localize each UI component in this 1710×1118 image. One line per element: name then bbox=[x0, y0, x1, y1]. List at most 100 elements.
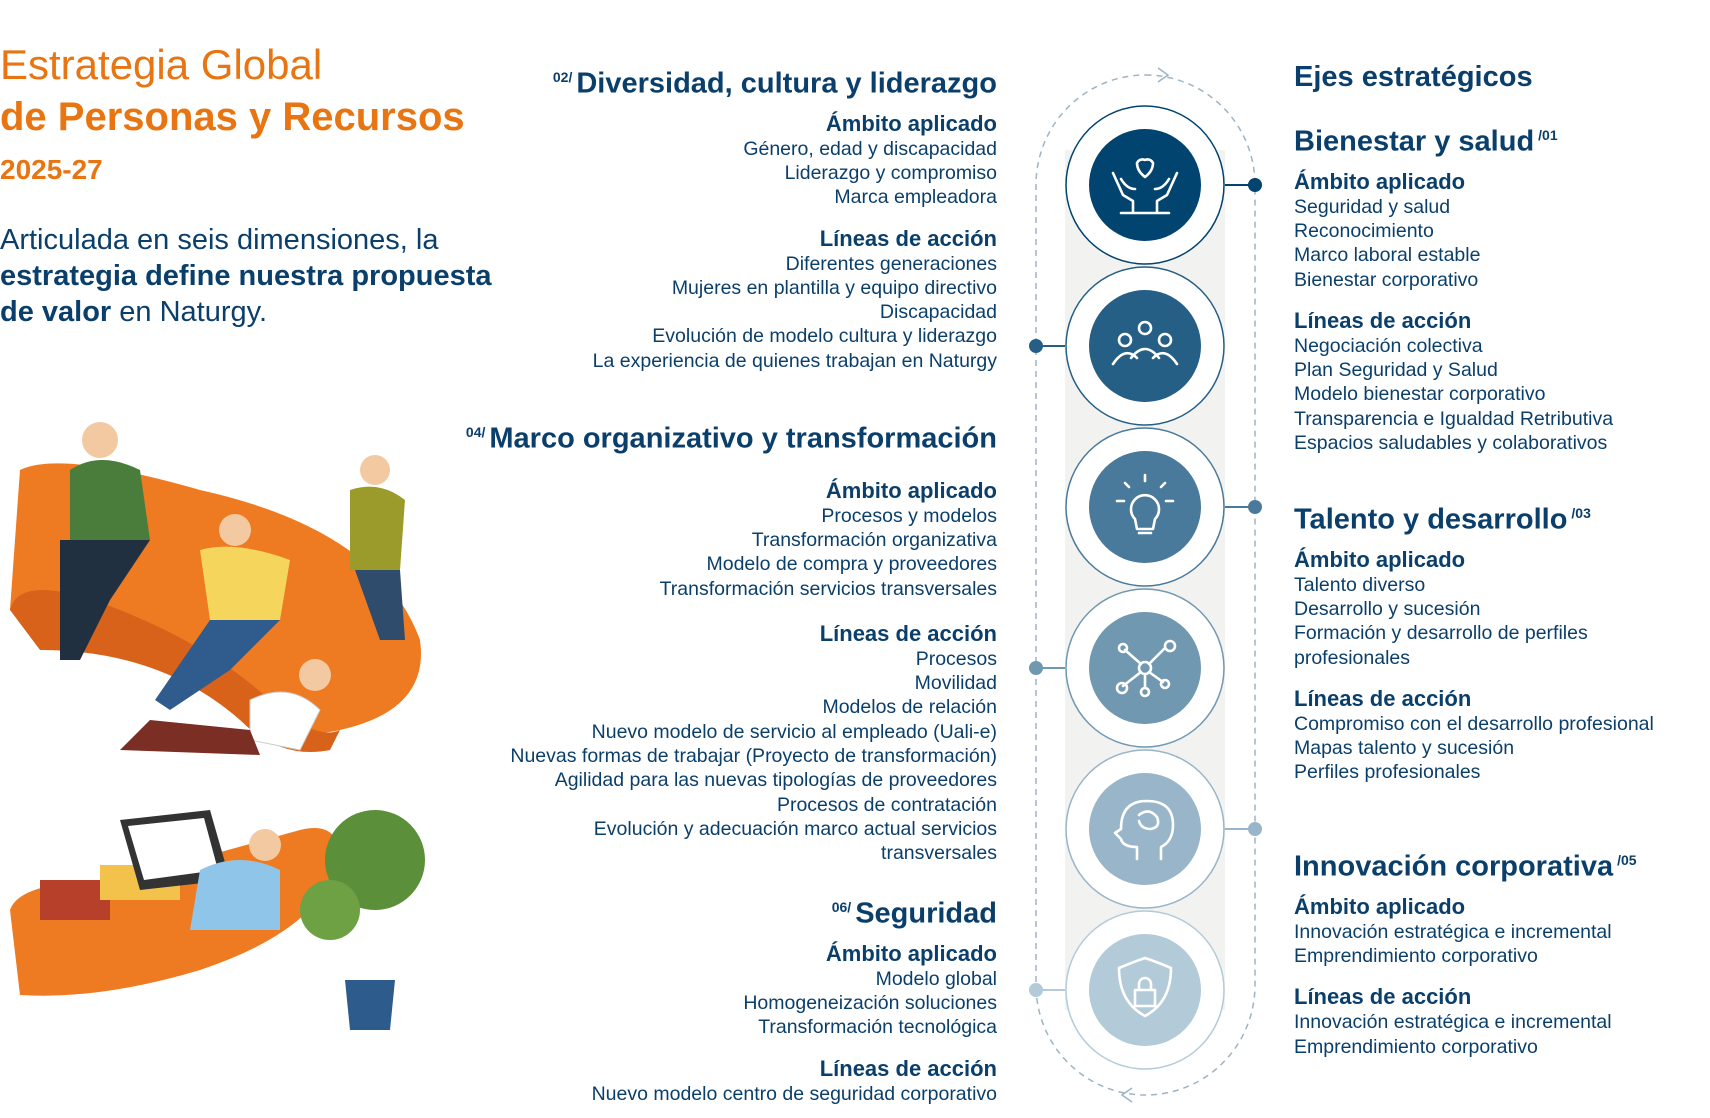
person-legs bbox=[355, 570, 405, 640]
lineas-label: Líneas de acción bbox=[819, 620, 997, 646]
ambito-item: Talento diverso bbox=[1294, 573, 1426, 596]
dimension-title: Diversidad, cultura y liderazgo bbox=[576, 67, 997, 100]
person-legs bbox=[120, 720, 260, 755]
ambito-item: Seguridad y salud bbox=[1294, 195, 1451, 218]
ambito-item: Formación y desarrollo de perfiles bbox=[1294, 622, 1588, 645]
lineas-item: Procesos de contratación bbox=[776, 793, 997, 816]
person-body bbox=[200, 546, 290, 620]
head-brain-icon bbox=[1113, 799, 1175, 861]
ambito-label: Ámbito aplicado bbox=[825, 110, 997, 136]
ambito-item: Marco laboral estable bbox=[1294, 244, 1481, 267]
dimension-heading: Innovación corporativa/05 bbox=[1294, 843, 1641, 884]
arrow-right-icon bbox=[1157, 67, 1170, 83]
ambito-label: Ámbito aplicado bbox=[1294, 893, 1466, 919]
lineas-label: Líneas de acción bbox=[1294, 984, 1472, 1010]
ambito-label: Ámbito aplicado bbox=[1294, 168, 1466, 194]
lineas-item: Modelos de relación bbox=[822, 696, 997, 719]
axis-disc bbox=[1089, 451, 1201, 563]
lineas-item: Movilidad bbox=[914, 672, 997, 695]
ambito-item: Liderazgo y compromiso bbox=[784, 161, 997, 184]
ambito-item: Reconocimiento bbox=[1294, 219, 1434, 242]
dimension-number: /05 bbox=[1617, 852, 1637, 868]
ambito-label: Ámbito aplicado bbox=[825, 940, 997, 966]
intro-part1: Articulada en seis dimensiones, la bbox=[0, 224, 439, 256]
dimension-number: /03 bbox=[1571, 505, 1591, 521]
dimension-number: 06/ bbox=[831, 899, 852, 915]
ambito-item: Modelo de compra y proveedores bbox=[706, 553, 998, 576]
connector-dot bbox=[1029, 661, 1043, 675]
arrow-left-icon bbox=[1120, 1087, 1133, 1103]
intro-text: Articulada en seis dimensiones, la estra… bbox=[0, 222, 520, 330]
lineas-item: Nuevo modelo centro de seguridad corpora… bbox=[591, 1082, 997, 1105]
person-head bbox=[82, 422, 118, 458]
dimension-heading: 06/Seguridad bbox=[592, 890, 997, 931]
intro-part2: en Naturgy. bbox=[111, 296, 268, 328]
lineas-label: Líneas de acción bbox=[1294, 307, 1472, 333]
person-head bbox=[299, 659, 331, 691]
ambito-item: Innovación estratégica e incremental bbox=[1294, 920, 1612, 943]
axis-column bbox=[1029, 67, 1262, 1103]
intro-bold: estrategia define nuestra propuesta de v… bbox=[0, 260, 492, 328]
dimension-title: Bienestar y salud bbox=[1294, 125, 1535, 158]
dimension-title: Marco organizativo y transformación bbox=[489, 422, 997, 455]
lineas-item: Innovación estratégica e incremental bbox=[1294, 1011, 1612, 1034]
ambito-item: Transformación organizativa bbox=[751, 528, 997, 551]
lineas-item: Transparencia e Igualdad Retributiva bbox=[1294, 407, 1614, 430]
ambito-item: Modelo global bbox=[875, 967, 997, 990]
axis-disc bbox=[1089, 129, 1201, 241]
ambito-item: Desarrollo y sucesión bbox=[1294, 597, 1481, 620]
person-body bbox=[249, 691, 321, 751]
cushion bbox=[40, 880, 110, 920]
lineas-item: transversales bbox=[881, 842, 997, 865]
lineas-item: Procesos bbox=[915, 647, 997, 670]
person-legs bbox=[60, 540, 150, 660]
dimension-title: Seguridad bbox=[855, 897, 997, 930]
connector-dot bbox=[1248, 822, 1262, 836]
ambito-item: Bienestar corporativo bbox=[1294, 268, 1479, 291]
lineas-item: Mujeres en plantilla y equipo directivo bbox=[671, 276, 997, 299]
connector-dot bbox=[1029, 339, 1043, 353]
plant-icon bbox=[325, 810, 425, 910]
connector-dot bbox=[1248, 500, 1262, 514]
dimension-heading: Bienestar y salud/01 bbox=[1294, 118, 1613, 159]
person-head bbox=[249, 829, 281, 861]
lineas-item: Diferentes generaciones bbox=[785, 252, 997, 275]
person-legs bbox=[155, 620, 280, 710]
lineas-label: Líneas de acción bbox=[1294, 685, 1472, 711]
person-body bbox=[190, 860, 280, 930]
ambito-item: Transformación servicios transversales bbox=[659, 577, 997, 600]
lineas-item: Perfiles profesionales bbox=[1294, 761, 1481, 784]
lineas-item: Mapas talento y sucesión bbox=[1294, 737, 1515, 760]
lineas-item: Evolución de modelo cultura y liderazgo bbox=[652, 325, 997, 348]
cycle-loop bbox=[1035, 74, 1256, 1096]
dimension-number: /01 bbox=[1538, 127, 1558, 143]
dimension-title: Innovación corporativa bbox=[1294, 850, 1614, 883]
shield-lock-icon bbox=[1117, 956, 1173, 1018]
title-years: 2025-27 bbox=[0, 154, 103, 185]
lineas-item: Modelo bienestar corporativo bbox=[1294, 383, 1546, 406]
lineas-item: Negociación colectiva bbox=[1294, 334, 1483, 357]
ambito-label: Ámbito aplicado bbox=[1294, 546, 1466, 572]
title-line-1: Estrategia Global bbox=[0, 41, 323, 88]
person-head bbox=[360, 455, 390, 485]
lightbulb-icon bbox=[1115, 473, 1175, 535]
plant-leaves bbox=[300, 880, 360, 940]
ambito-label: Ámbito aplicado bbox=[825, 477, 997, 503]
ambito-item: Transformación tecnológica bbox=[758, 1016, 997, 1039]
people-illustration bbox=[10, 422, 425, 1030]
plant-pot bbox=[345, 980, 395, 1030]
lineas-item: La experiencia de quienes trabajan en Na… bbox=[592, 349, 997, 372]
connector-dot bbox=[1248, 178, 1262, 192]
people-group-icon bbox=[1111, 320, 1179, 366]
person-body bbox=[350, 486, 405, 570]
lineas-item: Espacios saludables y colaborativos bbox=[1294, 432, 1608, 455]
hands-heart-icon bbox=[1111, 158, 1179, 215]
network-icon bbox=[1115, 639, 1177, 698]
dimension-heading: 02/Diversidad, cultura y liderazgo bbox=[549, 60, 997, 101]
lineas-item: Agilidad para las nuevas tipologías de p… bbox=[554, 769, 997, 792]
